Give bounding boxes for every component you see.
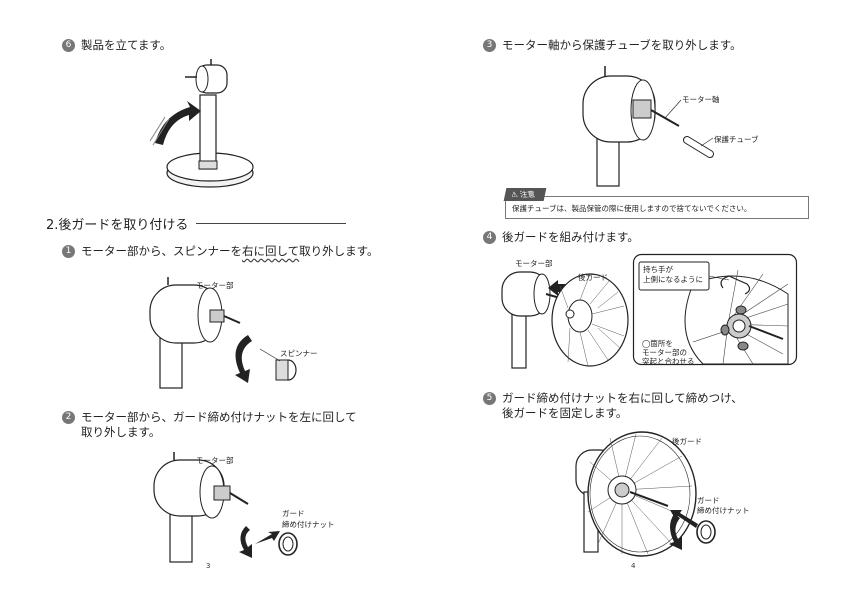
handle-note-line: 持ち手が (643, 265, 673, 274)
align-note-line: モーター部の (642, 348, 687, 357)
align-note-line: ◯箇所を (642, 339, 673, 348)
step-text: 製品を立てます。 (81, 38, 172, 52)
step5-instruction: 5 ガード締め付けナットを右に回して締めつけ、後ガードを固定します。 (483, 391, 743, 421)
nut-label-line: 締め付けナット (282, 520, 335, 529)
step-text-part: モーター部から、スピンナーを (81, 244, 242, 258)
caution-text: 保護チューブは、製品保管の際に使用しますので捨てないでください。 (512, 204, 752, 213)
step-text: モーター部から、スピンナーを右に回して取り外します。 (81, 244, 379, 259)
section-heading: 2.後ガードを取り付ける (46, 214, 347, 233)
step-text-line: 後ガードを固定します。 (502, 406, 628, 420)
nut-label-line: 締め付けナット (697, 506, 750, 515)
guard-label: 後ガード (578, 273, 608, 282)
nut-label: ガード 締め付けナット (282, 508, 335, 530)
caution-tag: ⚠ 注意 (503, 188, 547, 201)
step-text-emphasis: 右に回して (242, 244, 300, 258)
step3-instruction: 3 モーター軸から保護チューブを取り外します。 (483, 38, 742, 53)
page-number: 4 (631, 562, 636, 570)
page-number: 3 (206, 562, 211, 570)
nut-label-line: ガード (697, 496, 720, 505)
step-number-badge: 1 (62, 245, 75, 258)
handle-note: 持ち手が 上側になるように (643, 265, 703, 285)
tube-label: 保護チューブ (714, 135, 759, 144)
step-text: ガード締め付けナットを右に回して締めつけ、後ガードを固定します。 (502, 391, 743, 421)
step6-instruction: 6 製品を立てます。 (62, 38, 171, 53)
align-note: ◯箇所を モーター部の 突起と合わせる (642, 339, 695, 366)
guard-label: 後ガード (672, 437, 702, 446)
nut-removal-illustration (153, 452, 298, 563)
step1-instruction: 1 モーター部から、スピンナーを右に回して取り外します。 (62, 244, 379, 259)
spinner-removal-illustration (149, 277, 297, 389)
step-text-line: モーター部から、ガード締め付けナットを左に回して (81, 410, 357, 424)
step-text: モーター軸から保護チューブを取り外します。 (502, 38, 742, 52)
step-number-badge: 5 (483, 392, 496, 405)
step-number-badge: 6 (62, 39, 75, 52)
align-note-line: 突起と合わせる (642, 357, 695, 366)
warning-icon: ⚠ (510, 190, 519, 199)
tube-removal-illustration (582, 66, 714, 187)
step2-instruction: 2 モーター部から、ガード締め付けナットを左に回して取り外します。 (62, 410, 357, 440)
shaft-label: モーター軸 (682, 95, 720, 104)
step-text-line: ガード締め付けナットを右に回して締めつけ、 (502, 391, 743, 405)
step-number-badge: 3 (483, 39, 496, 52)
section-title: 2.後ガードを取り付ける (46, 218, 189, 233)
section-rule (196, 223, 347, 224)
spinner-label: スピンナー (280, 349, 318, 358)
nut-tightening-illustration (575, 431, 716, 557)
step-text: モーター部から、ガード締め付けナットを左に回して取り外します。 (81, 410, 357, 440)
motor-label: モーター部 (196, 281, 234, 290)
step-number-badge: 4 (483, 231, 496, 244)
step-text-line: 取り外します。 (81, 425, 161, 439)
guard-assembly-illustration (501, 271, 629, 369)
nut-label: ガード 締め付けナット (697, 496, 750, 516)
step4-instruction: 4 後ガードを組み付けます。 (483, 230, 639, 245)
step-text: 後ガードを組み付けます。 (502, 230, 639, 244)
caution-box: ⚠ 注意 保護チューブは、製品保管の際に使用しますので捨てないでください。 (503, 188, 809, 219)
step-text-part: 取り外します。 (299, 244, 379, 258)
motor-label: モーター部 (515, 259, 553, 268)
fan-stand-illustration (149, 59, 254, 188)
caution-tag-label: 注意 (519, 190, 537, 199)
guard-detail-inset (632, 253, 798, 366)
motor-label: モーター部 (196, 456, 234, 465)
step-number-badge: 2 (62, 411, 75, 424)
handle-note-line: 上側になるように (643, 275, 703, 284)
nut-label-line: ガード (282, 509, 305, 518)
